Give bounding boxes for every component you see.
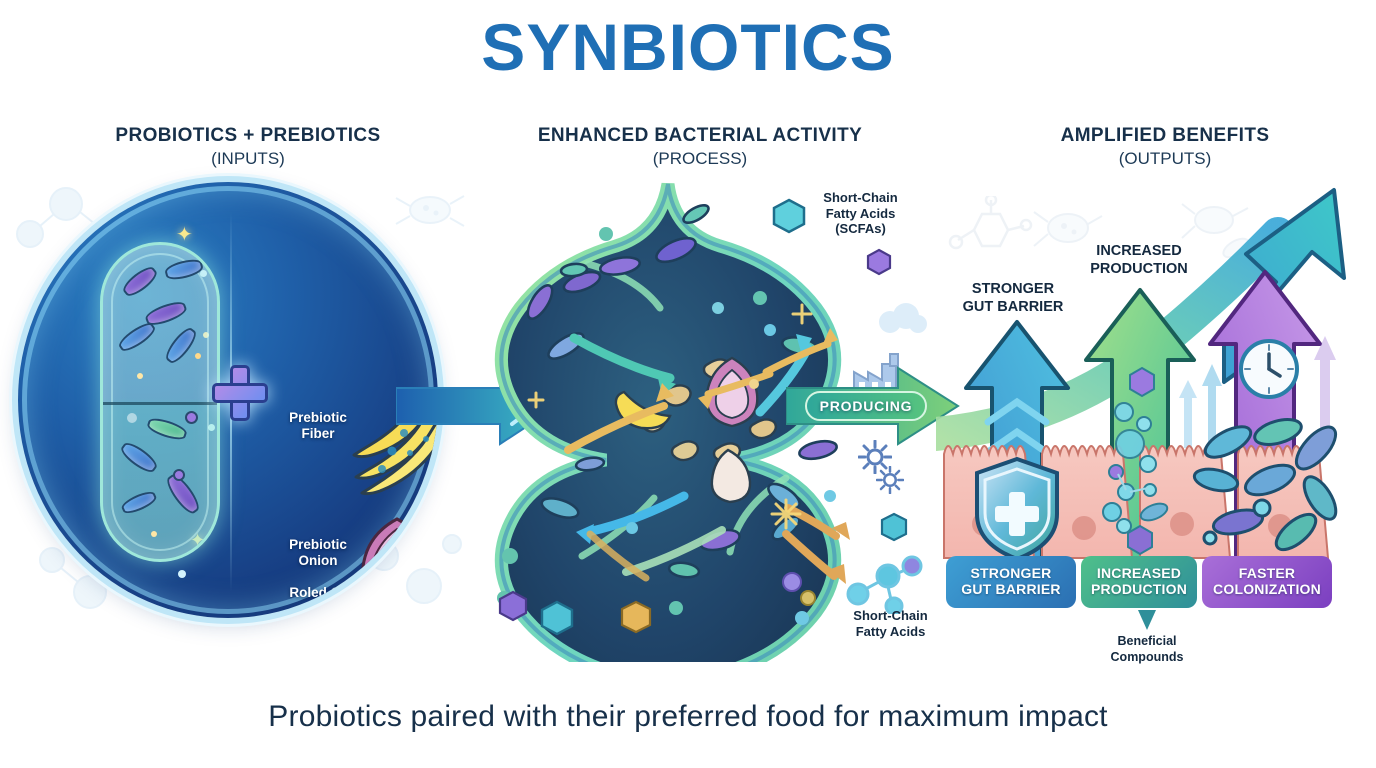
label-scfa-bottom-line2: Fatty Acids: [855, 623, 926, 639]
benefit-heading-2-line1: INCREASED: [1096, 243, 1182, 259]
hexagon-molecule-icon: [866, 248, 892, 276]
label-scfa-top: Short-Chain Fatty Acids (SCFAs): [808, 190, 913, 237]
label-scfa-top-line1: Short-Chain: [823, 190, 898, 205]
plus-horizontal: [212, 383, 268, 403]
small-arrow-icon: [1202, 364, 1222, 448]
bacteria-decoration: [1181, 203, 1250, 259]
page-title: SYNBIOTICS: [481, 10, 895, 84]
section-header-outputs-subtitle: (OUTPUTS): [1118, 148, 1212, 168]
benefit-box-2-line2: PRODUCTION: [1090, 581, 1188, 597]
panel-inputs: ✦ ✦: [16, 178, 465, 622]
benefit-box-faster-colonization[interactable]: FASTER COLONIZATION: [1202, 556, 1332, 608]
connector-label-producing: PRODUCING: [805, 391, 927, 421]
plus-icon: [209, 362, 271, 424]
benefit-box-1-line1: STRONGER: [970, 565, 1052, 582]
benefit-box-1-line2: GUT BARRIER: [961, 581, 1061, 597]
small-arrow-icon: [1314, 336, 1336, 448]
red-onion-half-icon: [361, 517, 433, 611]
label-roled-oats: Roled Oats: [289, 585, 361, 600]
benefit-heading-stronger-gut-barrier: STRONGER GUT BARRIER: [948, 281, 1078, 316]
hexagon-molecule-icon: [880, 512, 908, 542]
inputs-circle: ✦ ✦: [18, 182, 438, 618]
gear-icon: [876, 466, 904, 494]
clock-icon: [1239, 339, 1299, 399]
capsule-seam: [103, 402, 217, 405]
section-header-inputs: PROBIOTICS + PREBIOTICS (INPUTS): [60, 124, 436, 170]
molecule-chain-icon: [782, 572, 816, 606]
intestine-illustration: [494, 182, 850, 662]
small-arrow-icon: [1179, 380, 1197, 448]
benefit-box-2-line1: INCREASED: [1096, 565, 1182, 582]
benefit-heading-2-line2: PRODUCTION: [1090, 260, 1188, 277]
benefit-box-stronger-gut-barrier[interactable]: STRONGER GUT BARRIER: [946, 556, 1076, 608]
spore-dot: [185, 411, 198, 424]
beneficial-line2: Compounds: [1110, 649, 1184, 664]
section-header-outputs-title: AMPLIFIED BENEFITS: [1060, 125, 1270, 146]
benefit-box-increased-production[interactable]: INCREASED PRODUCTION: [1081, 556, 1197, 608]
down-arrow-icon: [1138, 610, 1156, 630]
hexagon-molecule-icon: [540, 600, 574, 636]
hexagon-molecule-icon: [620, 600, 652, 634]
hexagon-molecule-icon: [772, 198, 806, 234]
section-header-outputs: AMPLIFIED BENEFITS (OUTPUTS): [965, 124, 1365, 170]
label-beneficial-compounds: Beneficial Compounds: [1082, 634, 1212, 665]
factory-icon: [853, 353, 899, 395]
section-header-process-subtitle: (PROCESS): [652, 148, 748, 168]
label-scfa-top-line2: Fatty Acids: [825, 205, 896, 221]
beneficial-compound-bubbles: [1102, 366, 1169, 556]
benefit-heading-1-line2: GUT BARRIER: [962, 298, 1064, 315]
spore-dot: [127, 413, 137, 423]
steam-cloud-icon: [879, 303, 927, 333]
label-scfa-bottom-line1: Short-Chain: [853, 608, 928, 623]
spore-dot: [173, 469, 185, 481]
footer-caption: Probiotics paired with their preferred f…: [268, 700, 1108, 733]
benefit-box-3-line2: COLONIZATION: [1213, 581, 1321, 597]
bacteria-decoration: [395, 195, 465, 227]
section-header-inputs-title: PROBIOTICS + PREBIOTICS: [115, 125, 381, 146]
bacteria-decoration: [1033, 211, 1103, 247]
molecule-decoration: [948, 196, 1033, 250]
label-scfa-top-line3: (SCFAs): [835, 221, 886, 237]
spore-dot: [137, 373, 143, 379]
label-prebiotic-fiber: Prebiotic Fiber: [289, 410, 347, 442]
spore-dot: [151, 531, 157, 537]
sparkle-icon: ✦: [176, 224, 193, 246]
benefit-box-3-line1: FASTER: [1238, 565, 1296, 582]
dot-decoration: [178, 570, 186, 578]
molecule-chain-icon: [846, 555, 923, 614]
colonizing-bacteria-group: [1192, 418, 1338, 552]
spore-dot: [195, 353, 201, 359]
benefit-heading-increased-production: INCREASED PRODUCTION: [1072, 243, 1206, 278]
section-header-inputs-subtitle: (INPUTS): [211, 148, 285, 168]
section-header-process: ENHANCED BACTERIAL ACTIVITY (PROCESS): [495, 124, 905, 170]
section-header-process-title: ENHANCED BACTERIAL ACTIVITY: [537, 125, 863, 146]
shield-plus-icon: [975, 456, 1059, 562]
benefit-heading-1-line1: STRONGER: [971, 281, 1055, 297]
probiotic-capsule: [100, 242, 220, 562]
label-prebiotic-onion: Prebiotic Onion: [289, 537, 347, 569]
beneficial-line1: Beneficial: [1117, 634, 1177, 648]
label-scfa-bottom: Short-Chain Fatty Acids: [838, 608, 943, 639]
hexagon-molecule-icon: [498, 590, 528, 622]
gear-icon: [858, 440, 892, 474]
